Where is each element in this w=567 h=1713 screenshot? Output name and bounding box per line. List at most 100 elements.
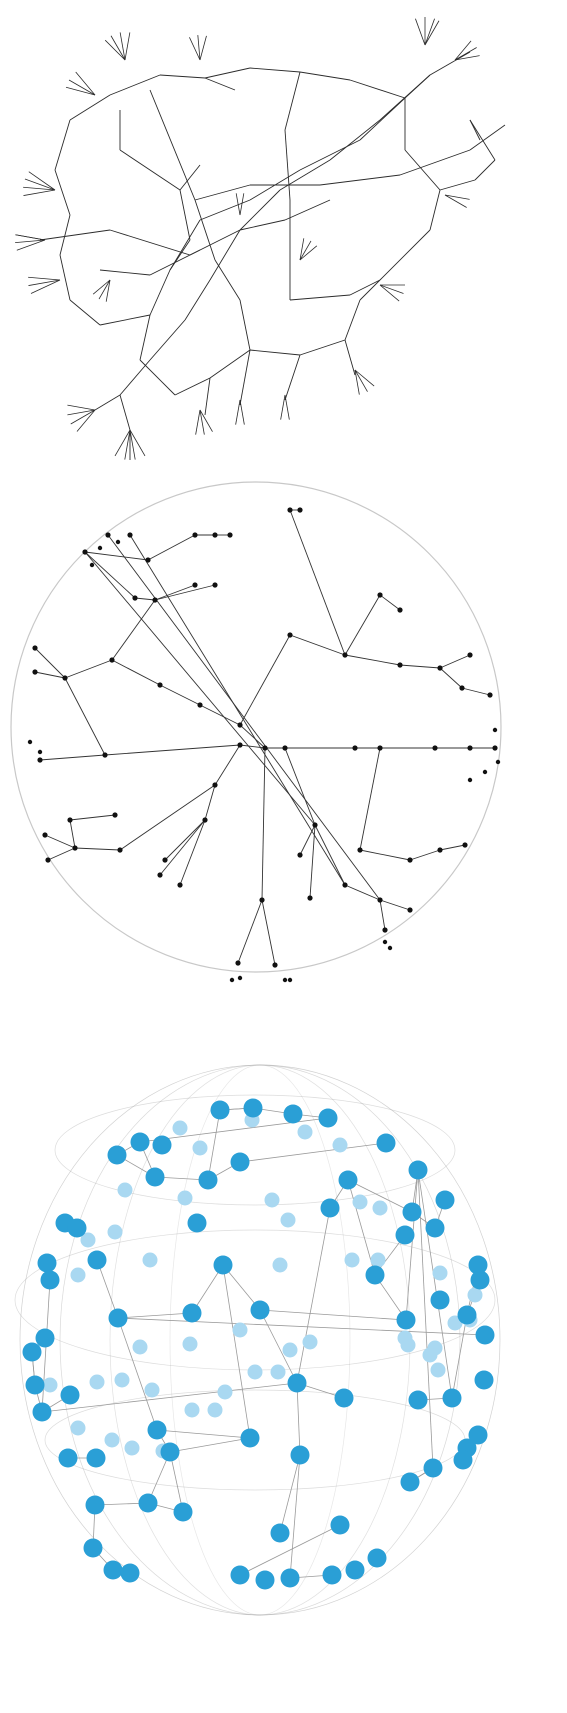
- leaf-edge: [23, 186, 56, 191]
- sphere-layout-drawing: [14, 1064, 501, 1616]
- leaf-edge: [124, 32, 131, 61]
- radial-edge: [154, 584, 196, 601]
- radial-node: [132, 595, 138, 601]
- sphere-node: [430, 1290, 450, 1310]
- sphere-node-back: [207, 1402, 223, 1418]
- leaf-edge: [114, 429, 131, 457]
- leaf-edge: [129, 429, 136, 460]
- radial-node: [287, 507, 293, 513]
- radial-edge: [214, 744, 241, 786]
- sphere-edge: [259, 1309, 298, 1384]
- sphere-node-back: [432, 1265, 448, 1281]
- leaf-edge: [23, 189, 56, 196]
- sphere-node-back: [132, 1339, 148, 1355]
- leaf-edge: [454, 40, 472, 61]
- radial-node: [382, 927, 388, 933]
- sphere-node: [147, 1420, 167, 1440]
- tree-edge: [184, 279, 211, 321]
- tree-edge: [149, 89, 196, 201]
- radial-leaf: [237, 975, 243, 981]
- sphere-front-nodes: [22, 1098, 495, 1590]
- radial-node: [32, 645, 38, 651]
- leaf-edge: [75, 71, 96, 96]
- radial-edge: [359, 747, 381, 851]
- sphere-node: [35, 1328, 55, 1348]
- radial-edge: [147, 534, 196, 561]
- radial-edge: [204, 784, 216, 821]
- radial-node: [192, 582, 198, 588]
- sphere-node: [120, 1563, 140, 1583]
- tree-edge: [344, 339, 356, 376]
- sphere-node: [60, 1385, 80, 1405]
- radial-edge: [461, 687, 491, 696]
- radial-edge: [359, 849, 411, 861]
- sphere-node-back: [264, 1192, 280, 1208]
- radial-edge: [34, 647, 66, 679]
- sphere-node: [160, 1442, 180, 1462]
- tree-edge: [119, 394, 131, 431]
- tree-edge: [299, 339, 346, 356]
- radial-edge: [69, 814, 116, 821]
- radial-edge: [164, 819, 206, 861]
- sphere-node-back: [114, 1372, 130, 1388]
- tree-edge: [249, 349, 301, 356]
- sphere-edge: [451, 1314, 468, 1399]
- tree-edge: [159, 74, 206, 79]
- radial-edge: [84, 551, 316, 826]
- tree-edge: [194, 184, 251, 201]
- sphere-node: [198, 1170, 218, 1190]
- radial-node: [82, 549, 88, 555]
- sphere-node: [230, 1152, 250, 1172]
- sphere-node-back: [217, 1384, 233, 1400]
- sphere-node: [107, 1145, 127, 1165]
- sphere-node-back: [184, 1402, 200, 1418]
- sphere-node: [453, 1450, 473, 1470]
- sphere-node: [320, 1198, 340, 1218]
- sphere-node: [423, 1458, 443, 1478]
- radial-node: [212, 782, 218, 788]
- radial-edge: [344, 594, 381, 656]
- sphere-edge: [296, 1207, 331, 1384]
- radial-node: [212, 532, 218, 538]
- leaf-edge: [299, 240, 312, 261]
- sphere-node-back: [270, 1364, 286, 1380]
- sphere-edge: [405, 1169, 419, 1321]
- leaf-edge: [354, 369, 368, 392]
- tree-edge: [349, 279, 381, 296]
- sphere-node-back: [247, 1364, 263, 1380]
- radial-node: [432, 745, 438, 751]
- tree-edge: [39, 229, 111, 241]
- radial-layout-panel: [0, 480, 567, 990]
- leaf-edge: [379, 284, 400, 302]
- radial-edge: [284, 747, 316, 826]
- tree-edge: [204, 77, 236, 91]
- radial-leaf: [287, 977, 293, 983]
- leaf-edge: [195, 409, 201, 435]
- sphere-node: [240, 1428, 260, 1448]
- leaf-edge: [28, 276, 61, 281]
- sphere-node: [396, 1310, 416, 1330]
- radial-edge: [237, 899, 263, 964]
- sphere-edge: [259, 1309, 407, 1321]
- sphere-node-back: [272, 1257, 288, 1273]
- radial-edges: [34, 509, 495, 966]
- radial-leaf: [115, 539, 121, 545]
- radial-node: [312, 822, 318, 828]
- sphere-node: [290, 1445, 310, 1465]
- sphere-node-back: [332, 1137, 348, 1153]
- radial-edge: [261, 747, 266, 901]
- tree-edge: [239, 349, 251, 406]
- radial-edge: [379, 594, 401, 611]
- sphere-node: [86, 1448, 106, 1468]
- tree-edge: [344, 299, 361, 341]
- radial-edge: [239, 724, 266, 749]
- tree-edge: [169, 219, 201, 271]
- tree-edge: [59, 254, 71, 301]
- tree-edge: [469, 119, 481, 141]
- sphere-node: [367, 1548, 387, 1568]
- sphere-meridian: [19, 1064, 501, 1616]
- tree-edge: [319, 174, 401, 186]
- sphere-node: [130, 1132, 150, 1152]
- radial-edge: [64, 659, 113, 679]
- tree-edge: [359, 97, 406, 141]
